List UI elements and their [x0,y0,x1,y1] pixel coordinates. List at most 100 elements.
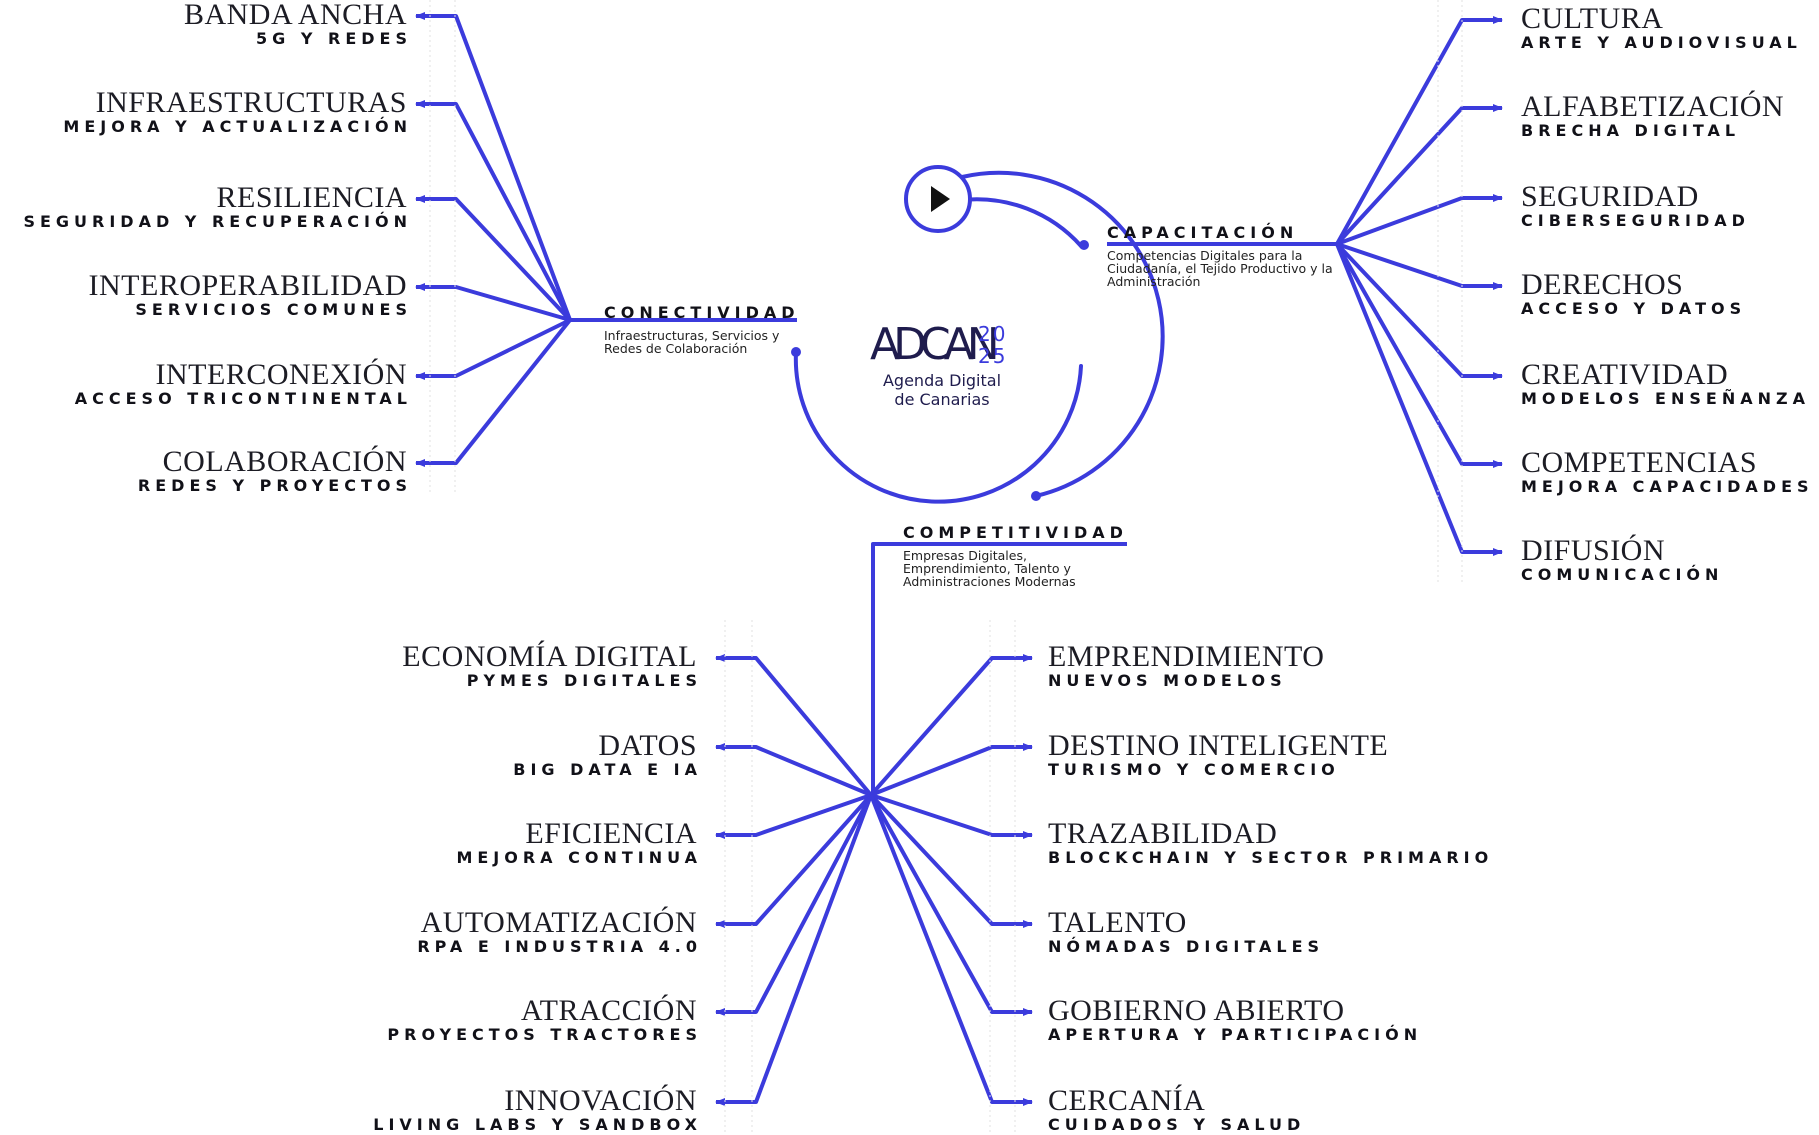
branch-competitividad-right-3 [869,793,1033,928]
hub-competitividad: COMPETITIVIDAD Empresas Digitales, Empre… [903,523,1128,589]
competitividad-right-item-2-subtitle: BLOCKCHAIN Y SECTOR PRIMARIO [1048,848,1494,867]
arc-middle [960,197,1083,248]
hub-capacitacion: CAPACITACIÓN Competencias Digitales para… [1107,223,1339,289]
competitividad-left-item-4-title: ATRACCIÓN [520,994,697,1027]
branch-conectividad-0 [415,12,572,321]
conectividad-item-3-title: INTEROPERABILIDAD [88,269,407,302]
competitividad-left-item-0-subtitle: PYMES DIGITALES [466,671,702,690]
conectividad-item-3-subtitle: SERVICIOS COMUNES [135,300,412,319]
conectividad-item-1-title: INFRAESTRUCTURAS [95,86,407,119]
branch-conectividad-2 [415,195,572,322]
competitividad-left-item-2-title: EFICIENCIA [525,817,697,850]
conectividad-item-4-subtitle: ACCESO TRICONTINENTAL [74,389,412,408]
branch-conectividad-5 [415,318,572,467]
competitividad-right-item-0-title: EMPRENDIMIENTO [1048,640,1325,673]
branch-competitividad-left-2 [715,793,872,839]
branch-conectividad-3 [415,283,571,322]
branch-competitividad-right-1 [870,743,1033,797]
hub-capacitacion-title: CAPACITACIÓN [1107,223,1299,242]
capacitacion-item-3-title: DERECHOS [1521,268,1684,301]
conectividad-item-2-title: RESILIENCIA [216,181,407,214]
competitividad-right-item-1-title: DESTINO INTELIGENTE [1048,729,1389,762]
branch-capacitacion-5 [1335,243,1503,468]
hub-conectividad-desc: Infraestructuras, Servicios y Redes de C… [604,328,780,356]
play-button[interactable] [904,165,972,233]
capacitacion-item-1-title: ALFABETIZACIÓN [1521,90,1785,123]
hub-capacitacion-desc: Competencias Digitales para la Ciudadaní… [1107,248,1333,289]
competitividad-left-item-5-subtitle: LIVING LABS Y SANDBOX [373,1115,702,1134]
competitividad-right-item-5-title: CERCANÍA [1048,1084,1206,1117]
hub-competitividad-desc: Empresas Digitales, Emprendimiento, Tale… [903,548,1076,589]
capacitacion-item-3-subtitle: ACCESO Y DATOS [1521,299,1747,318]
branch-conectividad-1 [415,100,572,321]
branch-competitividad-right-4 [869,794,1033,1016]
branch-competitividad-left-5 [715,794,873,1106]
competitividad-left-item-3-title: AUTOMATIZACIÓN [420,906,697,939]
branch-capacitacion-3 [1336,242,1503,290]
branch-competitividad-left-4 [715,794,873,1016]
capacitacion-item-0-title: CULTURA [1521,2,1664,35]
center-arcs [791,170,1165,504]
capacitacion-item-1-subtitle: BRECHA DIGITAL [1521,121,1741,140]
branch-competitividad-left-0 [715,654,873,797]
branch-competitividad-right-0 [869,654,1033,797]
hub-conectividad-title: CONECTIVIDAD [604,303,800,322]
logo-mark: ADCAN [870,319,1000,370]
capacitacion-item-0-subtitle: ARTE Y AUDIOVISUAL [1521,33,1802,52]
play-icon [931,186,950,212]
hub-conectividad: CONECTIVIDAD Infraestructuras, Servicios… [604,303,800,356]
capacitacion-item-5-subtitle: MEJORA CAPACIDADES [1521,477,1814,496]
competitividad-left-item-5-title: INNOVACIÓN [504,1084,697,1117]
conectividad-item-0-title: BANDA ANCHA [183,0,407,31]
conectividad-item-4-title: INTERCONEXIÓN [155,358,407,391]
branch-competitividad-right-5 [869,794,1033,1106]
branch-competitividad-right-2 [870,793,1033,839]
competitividad-right-item-1-subtitle: TURISMO Y COMERCIO [1048,760,1340,779]
conectividad-item-1-subtitle: MEJORA Y ACTUALIZACIÓN [63,117,412,136]
hub-competitividad-bar [871,542,1127,795]
capacitacion-item-4-title: CREATIVIDAD [1521,358,1729,391]
competitividad-right-item-0-subtitle: NUEVOS MODELOS [1048,671,1287,690]
branch-competitividad-left-1 [715,743,872,797]
logo-year-bottom: 25 [978,344,1008,368]
competitividad-left-item-4-subtitle: PROYECTOS TRACTORES [387,1025,702,1044]
arc-inner [793,350,1083,504]
competitividad-left-item-1-title: DATOS [598,729,697,762]
competitividad-right-item-3-subtitle: NÓMADAS DIGITALES [1048,937,1325,956]
competitividad-right-item-5-subtitle: CUIDADOS Y SALUD [1048,1115,1306,1134]
branch-conectividad-4 [415,318,571,380]
competitividad-right-item-4-subtitle: APERTURA Y PARTICIPACIÓN [1048,1025,1423,1044]
capacitacion-item-5-title: COMPETENCIAS [1521,446,1758,479]
conectividad-item-5-subtitle: REDES Y PROYECTOS [137,476,412,495]
competitividad-left-item-0-title: ECONOMÍA DIGITAL [402,640,697,673]
hub-competitividad-title: COMPETITIVIDAD [903,523,1128,542]
capacitacion-item-6-title: DIFUSIÓN [1521,534,1666,567]
capacitacion-item-2-subtitle: CIBERSEGURIDAD [1521,211,1750,230]
branch-capacitacion-0 [1335,16,1503,245]
logo-subtitle-1: Agenda Digital [882,371,1002,390]
